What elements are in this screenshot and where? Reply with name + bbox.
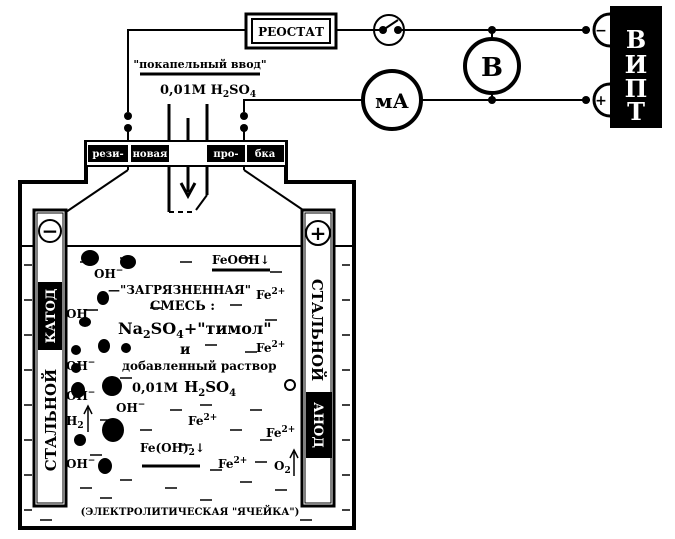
anode-sign xyxy=(305,220,331,246)
terminal-plus xyxy=(592,82,611,118)
added-solution-label: добавленный раствор xyxy=(122,359,277,373)
terminal-minus-label: − xyxy=(595,23,607,39)
voltmeter-circle xyxy=(463,37,521,95)
rheostat-label: РЕОСТАТ xyxy=(258,25,324,39)
terminal-minus xyxy=(592,12,611,48)
oh-label: OH− xyxy=(66,306,95,321)
cathode-steel: СТАЛЬНОЙ xyxy=(41,369,60,471)
cell-caption: (ЭЛЕКТРОЛИТИЧЕСКАЯ "ЯЧЕЙКА") xyxy=(81,505,300,518)
h2-label: H2 xyxy=(66,414,84,431)
cathode-label-box xyxy=(38,282,62,350)
o2-label: O2 xyxy=(274,459,291,476)
stopper-text-3: про- xyxy=(213,149,238,160)
wires xyxy=(65,29,590,213)
fe-label: Fe2+ xyxy=(266,425,295,440)
drip-input-text: "покапельный ввод" xyxy=(133,58,266,71)
wire-cathode-to-rheostat xyxy=(127,29,246,112)
stopper-text-1: рези- xyxy=(92,149,123,160)
cathode-minus-label: − xyxy=(42,219,59,243)
anode-steel: СТАЛЬНОЙ xyxy=(308,279,327,381)
rheostat: РЕОСТАТ xyxy=(244,12,338,50)
anode-word: АНОД xyxy=(310,402,325,448)
anode-plus-label: + xyxy=(310,221,327,245)
cell-body: рези- новая про- бка xyxy=(18,140,356,530)
feooh-label: FeOOH↓ xyxy=(212,253,270,267)
junction-dot xyxy=(240,112,248,120)
junction-dot xyxy=(488,26,496,34)
cathode: − КАТОД СТАЛЬНОЙ xyxy=(32,208,68,508)
power-letter-i: И xyxy=(625,50,648,79)
oh-label: OH− xyxy=(66,358,95,373)
milliammeter-label: мА xyxy=(375,89,409,113)
milliammeter: мА xyxy=(361,69,423,131)
anode-label-box xyxy=(306,392,332,458)
cathode-word: КАТОД xyxy=(44,289,59,344)
stopper-seg-4 xyxy=(247,145,284,162)
stopper-seg-1 xyxy=(88,145,128,162)
liquid-dashes xyxy=(24,257,350,521)
and-label: и xyxy=(180,342,190,358)
power-letter-t: Т xyxy=(627,97,645,126)
feoh2-label: Fe(OH)2↓ xyxy=(140,441,205,458)
particles xyxy=(71,250,136,474)
anode: + СТАЛЬНОЙ АНОД xyxy=(284,208,336,508)
cathode-plate xyxy=(32,208,68,508)
junction-dot xyxy=(582,96,590,104)
junction-dot xyxy=(124,124,132,132)
oh-label: OH− xyxy=(66,388,95,403)
power-supply-box xyxy=(610,6,662,128)
fe-label: Fe2+ xyxy=(256,340,285,355)
cell-outline xyxy=(18,140,356,530)
fe-label: Fe2+ xyxy=(218,456,247,471)
stopper-seg-3 xyxy=(207,145,245,162)
junction-dot xyxy=(582,26,590,34)
drip-arrow-head xyxy=(179,182,197,200)
voltmeter: В xyxy=(463,37,521,95)
junction-dot xyxy=(240,124,248,132)
junction-dots xyxy=(124,26,590,132)
acid-concentration: 0,01М Н2SO4 xyxy=(160,83,256,100)
cathode-sign xyxy=(38,219,62,243)
oxygen-bubble xyxy=(284,379,296,391)
chemistry-labels: FeOOH↓ OH− —"ЗАГРЯЗНЕННАЯ" Fe2+ СМЕСЬ : … xyxy=(66,253,299,518)
wire-anode-diag xyxy=(243,169,307,213)
stopper-seg-2 xyxy=(131,145,169,162)
mixture-label: СМЕСЬ : xyxy=(150,299,215,314)
drip-input-label: "покапельный ввод" 0,01М Н2SO4 xyxy=(133,58,266,100)
wire-cathode-diag xyxy=(65,169,129,213)
rheostat-inner xyxy=(251,18,331,44)
oh-label: OH− xyxy=(116,400,145,415)
switch xyxy=(373,14,405,46)
milliammeter-circle xyxy=(361,69,423,131)
oh-label: OH− xyxy=(66,456,95,471)
wire-anode-to-ma xyxy=(243,99,362,112)
fe-label: Fe2+ xyxy=(188,413,217,428)
power-supply: В И П Т − + xyxy=(592,6,662,128)
power-letter-p: П xyxy=(625,74,648,103)
voltmeter-label: В xyxy=(481,53,503,83)
stopper-text-4: бка xyxy=(255,149,276,160)
junction-dot xyxy=(488,96,496,104)
junction-dot xyxy=(124,112,132,120)
fe-label: Fe2+ xyxy=(256,287,285,302)
stopper-text-2: новая xyxy=(133,149,168,160)
power-letter-v: В xyxy=(626,25,646,54)
dirty-mixture-label: —"ЗАГРЯЗНЕННАЯ" xyxy=(108,283,251,297)
terminal-plus-label: + xyxy=(595,93,607,109)
oh-label: OH− xyxy=(94,266,123,281)
na2so4-timol-label: Na2SO4+"тимол" xyxy=(118,319,272,341)
